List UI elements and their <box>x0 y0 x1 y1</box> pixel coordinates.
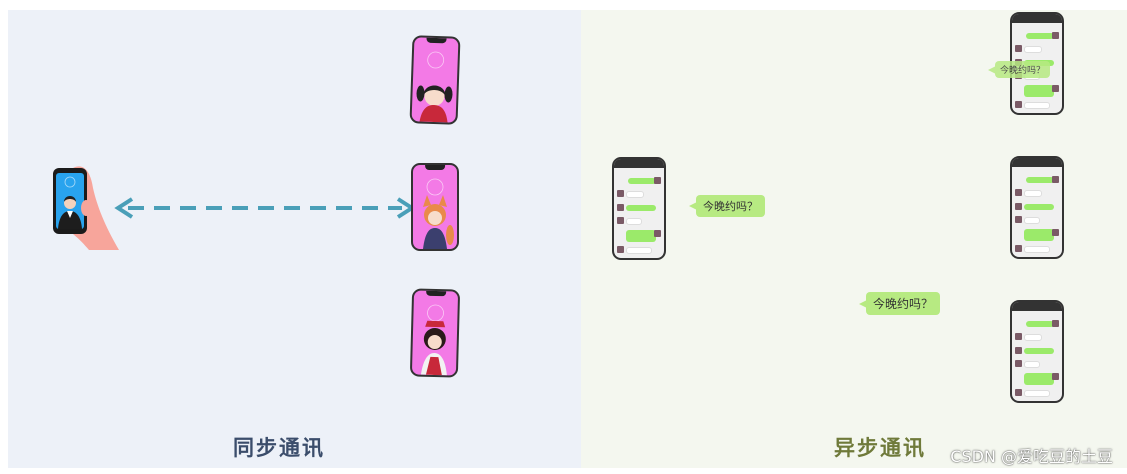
receiver-phone-2 <box>411 163 459 251</box>
watermark: CSDN @爱吃豆的土豆 <box>950 447 1113 466</box>
smiley-icon <box>64 176 76 188</box>
person-suit <box>58 211 82 229</box>
person-hair <box>64 196 76 202</box>
thumb-icon <box>81 200 91 216</box>
anime-girl-icon <box>423 178 454 249</box>
arrowhead-left-icon <box>114 197 134 219</box>
async-caption: 异步通讯 <box>834 436 926 460</box>
receiver-chat-phone-2 <box>1010 156 1064 259</box>
receiver-phone-3 <box>409 288 461 378</box>
receiver-chat-phone-3 <box>1010 300 1064 403</box>
message-bubble-near: 今晚约吗？ <box>689 195 765 217</box>
sender-chat-phone <box>612 157 666 260</box>
person-head <box>64 197 76 209</box>
message-bubble-arrived: 今晚约吗？ <box>987 61 1051 78</box>
sync-arrow <box>114 197 416 219</box>
caller-hand-phone <box>53 166 119 250</box>
message-bubble-middle: 今晚约吗？ <box>858 292 941 315</box>
receiver-phone-1 <box>409 35 461 125</box>
anime-girl-icon <box>416 51 453 123</box>
anime-girl-icon <box>420 304 447 376</box>
sync-caption: 同步通讯 <box>233 436 325 460</box>
person-collar <box>67 211 73 218</box>
